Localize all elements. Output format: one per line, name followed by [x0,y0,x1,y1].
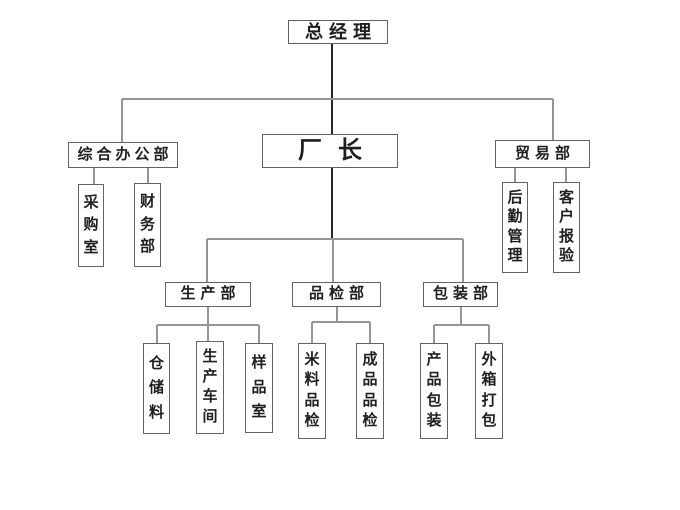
org-node-char: 验 [558,248,574,265]
org-node-char: 户 [558,209,574,226]
org-node-carton-packing: 外箱打包 [475,343,503,439]
connector-line [121,99,123,142]
org-node-char: 样 [251,355,267,372]
org-node-char: 客 [558,189,574,206]
org-node-char: 米 [304,351,320,368]
org-node-factory-director: 厂长 [262,134,398,168]
org-node-char: 料 [148,404,164,421]
org-node-char: 报 [558,228,574,245]
connector-line [156,325,158,343]
connector-line [157,324,259,326]
org-node-purchasing-room: 采购室 [78,184,104,267]
org-node-production-dept: 生产部 [165,282,251,307]
org-node-char: 室 [251,403,267,420]
connector-line [331,99,333,134]
org-node-char: 务 [139,216,155,233]
org-node-char: 装 [426,413,442,430]
connector-line [434,324,489,326]
org-node-char: 产 [202,369,218,385]
org-node-char: 采 [83,194,99,211]
org-node-char: 检 [304,413,320,430]
org-node-char: 间 [202,409,218,425]
connector-line [311,322,313,343]
connector-line [552,99,554,140]
org-node-char: 储 [148,380,164,396]
org-node-production-workshop: 生产车间 [196,341,224,434]
connector-line [207,307,209,341]
org-node-char: 财 [139,193,155,210]
org-node-finished-inspection: 成品品检 [356,343,384,439]
org-node-sample-room: 样品室 [245,343,273,433]
org-node-general-office: 综合办公部 [68,142,178,168]
connector-line [514,168,516,182]
connector-line [433,325,435,343]
connector-line [336,307,338,322]
connector-line [312,321,370,323]
org-node-material-inspection: 米料品检 [298,343,326,439]
org-node-product-packaging: 产品包装 [420,343,448,439]
org-node-char: 品 [426,372,442,389]
org-node-char: 室 [83,239,99,256]
connector-line [258,325,260,343]
org-node-general-manager: 总经理 [288,20,388,44]
org-node-char: 包 [426,392,442,409]
org-node-char: 外 [481,351,497,368]
connector-line [207,238,463,240]
org-node-char: 成 [362,351,378,368]
connector-line [462,239,464,282]
org-node-trade-dept: 贸易部 [495,140,590,168]
org-node-char: 生 [202,349,218,365]
connector-line [206,239,208,282]
connector-line [93,168,95,184]
org-node-warehouse-material: 仓储料 [143,343,170,434]
org-node-char: 品 [362,392,378,409]
org-node-char: 勤 [507,209,523,226]
org-node-char: 品 [251,379,267,396]
org-node-char: 购 [83,217,99,233]
connector-line [331,168,333,239]
org-node-char: 仓 [148,355,164,372]
org-node-char: 管 [507,228,523,245]
org-node-packaging-dept: 包装部 [423,282,498,307]
connector-line [488,325,490,343]
connector-line [332,239,334,282]
org-node-logistics-management: 后勤管理 [502,182,528,273]
org-node-char: 部 [139,239,155,256]
org-node-char: 检 [362,413,378,430]
connector-line [147,168,149,183]
org-node-char: 打 [481,392,497,409]
org-node-char: 包 [481,413,497,430]
connector-line [369,322,371,343]
org-node-char: 后 [507,189,523,206]
org-node-char: 料 [304,372,320,389]
connector-line [331,44,333,99]
connector-line [565,168,567,182]
org-node-char: 车 [202,389,218,405]
org-node-char: 品 [304,392,320,409]
org-node-char: 箱 [481,372,497,389]
connector-line [460,307,462,325]
org-node-finance-dept: 财务部 [134,183,161,267]
org-node-char: 产 [426,351,442,368]
org-node-quality-dept: 品检部 [292,282,381,307]
org-node-char: 品 [362,372,378,389]
connector-line [122,98,553,100]
org-node-char: 理 [507,248,523,265]
org-node-customer-inspection: 客户报验 [553,182,580,273]
